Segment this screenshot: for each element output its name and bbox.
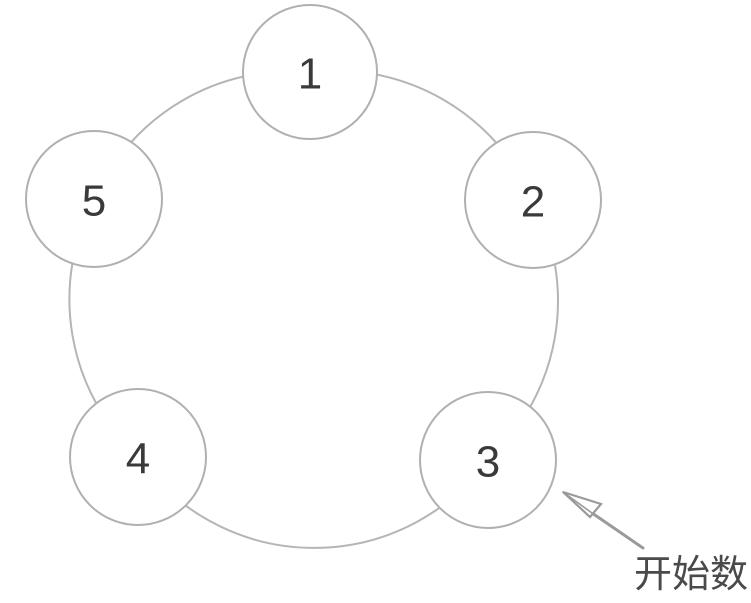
node-2-circle[interactable] bbox=[464, 131, 602, 269]
node-3-label: 3 bbox=[476, 438, 500, 487]
node-1-label: 1 bbox=[298, 50, 322, 99]
node-4-label: 4 bbox=[126, 435, 150, 484]
node-3-circle[interactable] bbox=[419, 391, 557, 529]
node-1-circle[interactable] bbox=[242, 4, 378, 140]
annotation-label: 开始数 bbox=[634, 552, 749, 596]
node-2[interactable]: 2 bbox=[464, 131, 602, 269]
node-5-label: 5 bbox=[82, 177, 106, 226]
node-5[interactable]: 5 bbox=[25, 130, 163, 268]
node-3[interactable]: 3 bbox=[419, 391, 557, 529]
arrow-head-inner-line bbox=[562, 491, 593, 514]
node-1[interactable]: 1 bbox=[242, 4, 378, 140]
node-4-circle[interactable] bbox=[69, 388, 207, 526]
node-4[interactable]: 4 bbox=[69, 388, 207, 526]
node-5-circle[interactable] bbox=[25, 130, 163, 268]
annotation-arrow-icon bbox=[562, 490, 645, 550]
node-2-label: 2 bbox=[521, 178, 545, 227]
arrow-shaft bbox=[590, 511, 645, 550]
